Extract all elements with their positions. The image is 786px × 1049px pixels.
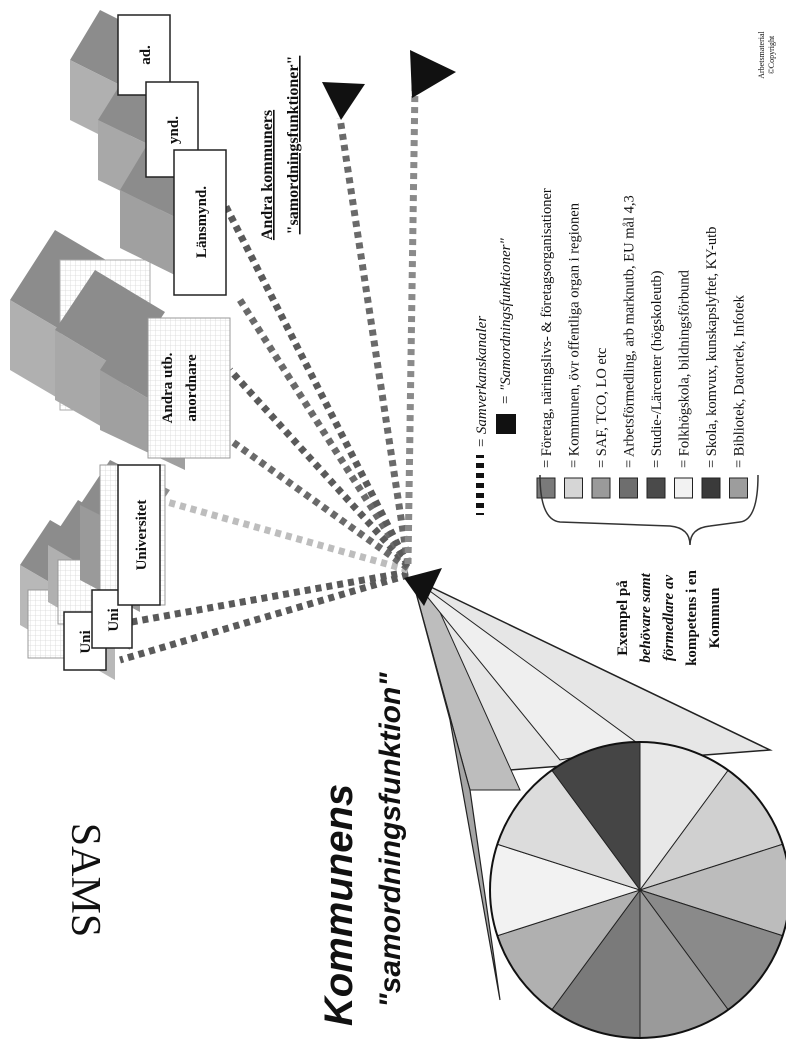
legend-channels-label: = Samverkanskanaler <box>474 316 490 448</box>
legend-square-icon <box>496 414 516 434</box>
legend-swatch <box>619 477 638 499</box>
pie-wheel <box>489 741 786 1039</box>
universitet-stack <box>20 460 170 680</box>
cone-caption-line2: behövare samt <box>638 572 654 662</box>
cone-apex-triangle <box>404 568 442 606</box>
pie-outline <box>489 741 786 1039</box>
legend-swatch <box>701 477 721 499</box>
main-title-line1: Kommunens <box>317 784 361 1026</box>
box-label-andra-utb-2: anordnare <box>184 354 200 422</box>
lansmynd-stack <box>70 10 227 296</box>
box-label-lansmynd-1: ad. <box>138 45 154 65</box>
copyright-line1: Arbetsmaterial <box>757 30 766 78</box>
legend-item-label: = Arbetsförmedling, arb marknutb, EU mål… <box>622 195 638 468</box>
legend-item-label: = Folkhögskola, bildningsförbund <box>677 269 693 468</box>
legend-swatch <box>591 477 611 499</box>
legend-swatch <box>564 477 583 499</box>
cone-caption-line4: kompetens i en <box>684 569 700 665</box>
box-label-lansmynd-2: ynd. <box>166 116 182 144</box>
box-label-lansmynd-3: Länsmynd. <box>194 186 210 258</box>
box-label-universitet-1: Uni <box>78 630 94 653</box>
cone-caption-line1: Exempel på <box>615 580 631 656</box>
legend-swatch <box>674 477 693 499</box>
legend-item-label: = Företag, näringslivs- & företagsorgani… <box>539 188 555 468</box>
copyright-line2: ©Copyright <box>767 35 776 74</box>
legend-symbols <box>475 414 516 515</box>
box-label-andra-utb-1: Andra utb. <box>160 352 176 423</box>
channel-line <box>159 496 409 574</box>
legend-brace <box>539 474 759 546</box>
channel-line <box>211 183 412 567</box>
channel-line <box>404 84 419 565</box>
main-title-line2: "samordningsfunktion" <box>374 672 407 1008</box>
channel-line <box>336 117 412 565</box>
legend-swatch <box>646 477 666 499</box>
channel-line <box>237 298 411 567</box>
other-municipalities-line2: "samordningsfunktioner" <box>285 56 302 235</box>
cone-shape <box>410 576 773 1001</box>
box-label-universitet-3: Universitet <box>134 500 150 571</box>
other-municipality-triangle <box>410 50 456 98</box>
sams-logo: SAMS <box>62 823 108 937</box>
legend-item-label: = Skola, komvux, kunskapslyftet, KY-utb <box>704 227 720 468</box>
cone-caption-line3: förmedlare av <box>661 575 677 662</box>
other-municipality-triangle <box>322 82 365 120</box>
legend-list: = Företag, näringslivs- & företagsorgani… <box>536 188 748 499</box>
legend-item-label: = Kommunen, övr offentliga organ i regio… <box>567 202 583 468</box>
legend-item-label: = Bibliotek, Datortek, Infotek <box>732 294 748 468</box>
legend-item-label: = Studie-/Lärcenter (högskoleutb) <box>649 270 665 468</box>
box-label-universitet-2: Uni <box>106 608 122 631</box>
legend-dots-icon <box>476 455 484 515</box>
legend-swatch <box>729 477 748 499</box>
other-municipalities-line1: Andra kommuners <box>259 110 276 240</box>
channel-line <box>114 568 409 629</box>
channel-line <box>227 437 411 571</box>
andra-utb-stack <box>10 230 231 470</box>
channel-line <box>227 367 411 569</box>
cone-caption-line5: Kommun <box>707 587 723 649</box>
legend-functions-label: = "Samordningsfunktioner" <box>498 238 514 405</box>
cooperation-channels <box>114 84 419 664</box>
legend-item-label: = SAF, TCO, LO etc <box>594 348 610 468</box>
